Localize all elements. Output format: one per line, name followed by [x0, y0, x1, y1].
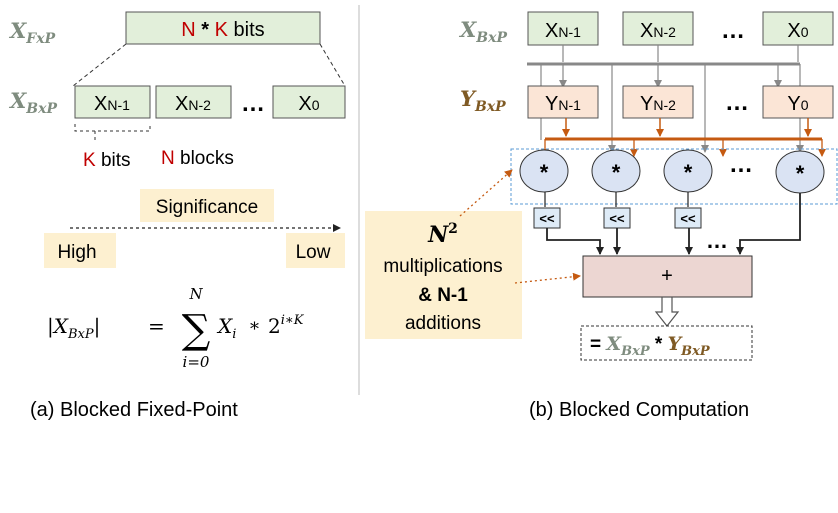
x-block-0-text: X0 — [787, 20, 808, 42]
bxp-label: XBxP — [8, 88, 57, 117]
low-label: Low — [296, 242, 331, 263]
y-block-n-1-text: YN-1 — [545, 93, 581, 115]
k-bits-label: K bits — [83, 150, 131, 171]
shifter-3 — [674, 207, 702, 229]
block-x-n-2 — [155, 85, 232, 119]
formula-equals: = — [148, 314, 165, 338]
ops-note-line1: multiplications — [383, 256, 502, 277]
multiplier-4-symbol: * — [796, 161, 805, 186]
multiplier-2-symbol: * — [612, 160, 621, 185]
y-block-n-2 — [622, 85, 694, 119]
multiplier-1 — [519, 149, 569, 193]
y-block-0 — [762, 85, 834, 119]
block-x-n-2-text: XN-2 — [175, 93, 211, 115]
formula-sum-symbol: ∑ — [182, 307, 211, 353]
formula-sum-top: N — [188, 285, 203, 303]
x-block-0 — [762, 11, 834, 46]
y-block-n-1 — [527, 85, 599, 119]
caption-b: (b) Blocked Computation — [529, 399, 749, 421]
formula-times: * — [250, 319, 259, 340]
shifter-1-symbol: << — [539, 211, 555, 226]
significance-bg — [140, 189, 274, 222]
expand-line-left — [72, 43, 127, 87]
shifter-3-symbol: << — [680, 211, 696, 226]
ops-note-bg — [365, 211, 522, 339]
block-x-n-1 — [74, 85, 151, 119]
adder-symbol: + — [661, 265, 673, 287]
x-bxp-label: XBxP — [458, 17, 507, 46]
k-bits-bracket — [74, 124, 151, 132]
block-x-0 — [272, 85, 346, 119]
fxp-word-box — [125, 11, 321, 45]
mult4-to-adder — [736, 193, 801, 255]
block-x-n-1-text: XN-1 — [94, 93, 130, 115]
adder-inputs-ellipsis: … — [706, 228, 728, 253]
note-pointer-multipliers — [459, 169, 513, 217]
ops-note-line2: & N-1 — [418, 285, 468, 306]
right-panel: XBxP YBxP XN-1 XN-2 … X0 — [365, 11, 838, 421]
x-block-n-1 — [527, 11, 599, 46]
low-bg — [286, 233, 345, 268]
significance-label: Significance — [156, 197, 258, 218]
y-block-0-text: Y0 — [787, 93, 808, 115]
formula-lhs: |XBxP| — [47, 314, 100, 342]
ops-note-line3: additions — [405, 313, 481, 334]
x-blocks-ellipsis: … — [721, 17, 745, 44]
multiplier-group — [510, 148, 838, 205]
multipliers-ellipsis: … — [729, 151, 753, 178]
ops-note-n-squared: N2 — [427, 221, 458, 248]
block-x-0-text: X0 — [298, 93, 319, 115]
fxp-label: XFxP — [8, 18, 56, 47]
result-text: = XBxP * YBxP — [590, 333, 711, 359]
formula-term: Xi — [216, 314, 236, 342]
note-pointer-adder — [514, 272, 581, 284]
shifter-2-symbol: << — [609, 211, 625, 226]
y-block-n-2-text: YN-2 — [640, 93, 676, 115]
caption-a: (a) Blocked Fixed-Point — [30, 399, 238, 421]
result-box — [580, 325, 753, 361]
high-bg — [44, 233, 116, 268]
formula-power: 2i∗K — [268, 313, 305, 338]
y-blocks-ellipsis: … — [725, 89, 749, 116]
multiplier-1-symbol: * — [540, 160, 549, 185]
multiplier-3-symbol: * — [684, 160, 693, 185]
x-block-n-2 — [622, 11, 694, 46]
n-blocks-label: N blocks — [161, 148, 234, 169]
magnitude-formula: |XBxP| = N ∑ i=0 Xi * 2i∗K — [47, 285, 305, 371]
x-block-n-1-text: XN-1 — [545, 20, 581, 42]
blocks-ellipsis: … — [241, 90, 265, 117]
y-bxp-label: YBxP — [460, 86, 506, 115]
expand-line-right — [319, 43, 346, 87]
x-block-n-2-text: XN-2 — [640, 20, 676, 42]
shift-to-adder-1 — [546, 228, 604, 255]
formula-sum-bottom: i=0 — [183, 353, 210, 371]
fxp-word-text: N * K bits — [181, 19, 264, 41]
left-panel: XFxP XBxP N * K bits XN-1 XN-2 … X0 — [8, 11, 346, 421]
high-label: High — [57, 242, 96, 263]
result-arrow — [654, 296, 680, 327]
